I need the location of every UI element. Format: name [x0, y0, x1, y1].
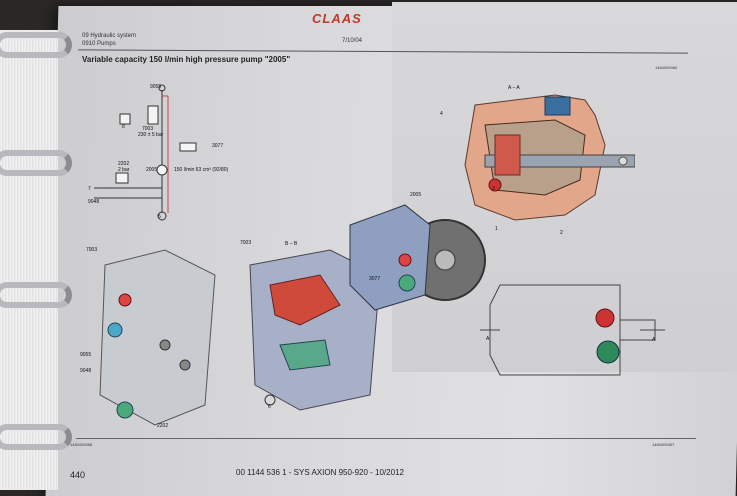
callout-4: 4: [440, 111, 443, 117]
schem-2202: 2202: [118, 161, 130, 167]
port-green-gear: [398, 274, 416, 292]
binder-ring-lower: [0, 282, 72, 308]
schematic-port-top: [158, 84, 166, 92]
subsection: 0910 Pumps: [82, 41, 116, 47]
shaft-end: [618, 156, 628, 166]
port-cyan-left: [107, 322, 123, 338]
schematic-port-5: [157, 211, 167, 221]
schematic-valve-7003: [147, 105, 159, 125]
callout-9055: 9055: [80, 352, 92, 358]
callout-2005: 2005: [410, 192, 422, 198]
schem-8: 8: [122, 124, 125, 130]
schematic-sensor-3077: [179, 142, 197, 152]
callout-3077: 3077: [369, 276, 381, 282]
schem-7003: 7003: [142, 126, 154, 132]
port-red-left: [118, 293, 132, 307]
schem-7: 7: [88, 186, 91, 192]
port-marker-red: [488, 178, 502, 192]
schem-2bar: 2 bar: [118, 167, 130, 173]
footer-ref-left: 1460/09/058: [70, 442, 93, 447]
callout-6: 6: [268, 404, 271, 410]
section-aa-label: A – A: [508, 85, 520, 91]
outline-port-green: [596, 340, 620, 364]
pump-outline-view: [480, 284, 665, 376]
drive-shaft: [484, 154, 635, 168]
pump-3d-left: [99, 249, 216, 426]
schematic-pump-2005: [156, 164, 168, 176]
control-valve-blue: [544, 96, 571, 116]
page-number: 440: [70, 470, 86, 480]
outline-port-red: [595, 308, 615, 328]
schem-9048: 9048: [88, 199, 100, 205]
footer-rule: [76, 438, 696, 439]
pump-body-gear: [349, 204, 431, 311]
schem-230bar: 230 ± 5 bar: [138, 132, 164, 138]
suction-channel-green: [279, 339, 331, 371]
schem-3077: 3077: [212, 143, 224, 149]
pressure-channel-red: [269, 274, 341, 326]
section-number: 09 Hydraulic system: [82, 33, 137, 39]
port-green-left: [116, 401, 134, 419]
page-title: Variable capacity 150 l/min high pressur…: [82, 55, 291, 64]
callout-7003-left: 7003: [86, 247, 98, 253]
callout-1: 1: [495, 226, 498, 232]
outline-housing: [489, 284, 621, 376]
schem-150lmin: 150 l/min 63 cm³ (92/80): [174, 167, 229, 173]
port-red-gear: [398, 253, 412, 267]
swash-plate-red: [494, 134, 521, 176]
pump-3d-gear: [349, 204, 486, 311]
binder-ring-middle: [0, 150, 72, 176]
page-stack: [0, 30, 58, 490]
schematic-port-8: [119, 113, 131, 125]
section-a-left-label: A: [486, 336, 490, 342]
callout-9048: 9048: [80, 368, 92, 374]
cutaway-section-aa: [464, 94, 635, 221]
callout-7003-mid: 7003: [240, 240, 252, 246]
brand-logo: CLAAS: [312, 11, 362, 26]
hydraulic-schematic: [94, 84, 197, 221]
footer-ref-right: 1460/09/057: [652, 442, 675, 447]
binder-ring-top: [0, 32, 72, 58]
pump-body-left: [99, 249, 216, 426]
schem-9055: 9055: [150, 84, 162, 90]
header-date: 7/10/04: [342, 38, 363, 44]
schem-5: 5: [158, 214, 161, 220]
schem-2005: 2005: [146, 167, 158, 173]
callout-2202: 2202: [157, 423, 169, 429]
section-a-right-label: A: [652, 337, 656, 343]
header-ref-right: 1464/09/060: [655, 65, 678, 70]
callout-3: 3: [492, 186, 495, 192]
callout-2: 2: [560, 230, 563, 236]
document-reference: 00 1144 536 1 - SYS AXION 950-920 - 10/2…: [236, 468, 404, 477]
cutaway-section-bb: [249, 249, 381, 411]
section-bb-label: B – B: [285, 241, 298, 247]
binder-ring-bottom: [0, 424, 72, 450]
schematic-valve-2202: [115, 172, 129, 184]
